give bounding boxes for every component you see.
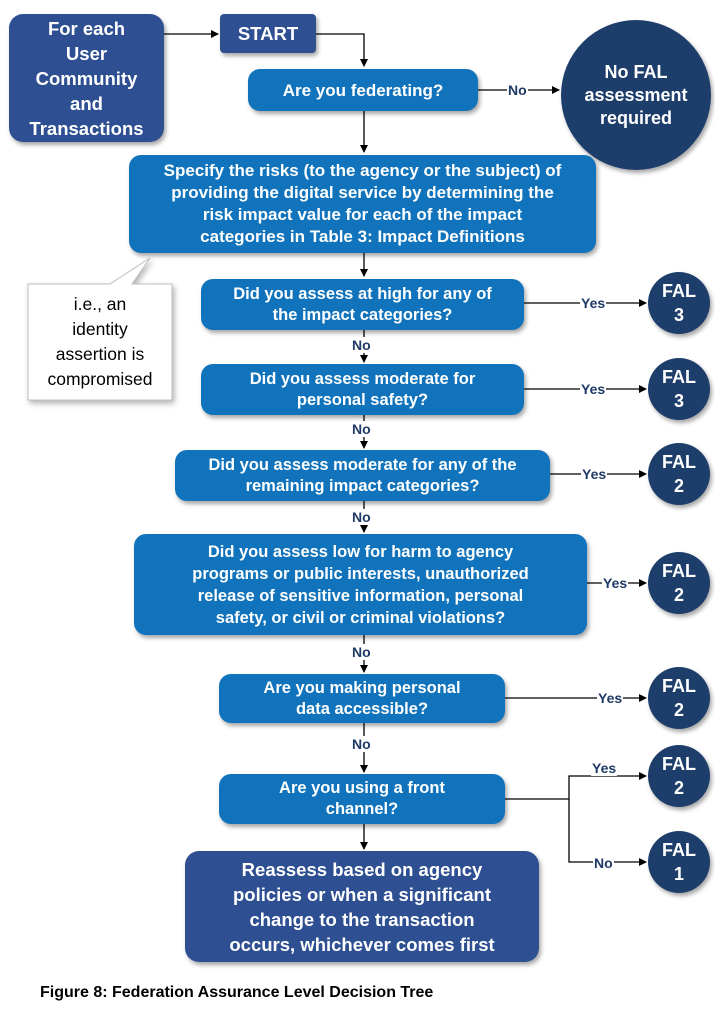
no-fal-required-circle: No FAL assessment required — [561, 20, 711, 170]
fal2-personal-data-circle: FAL 2 — [648, 667, 710, 729]
for-each-community-box: For each User Community and Transactions — [9, 14, 164, 142]
fal3-moderate-safety-circle: FAL 3 — [648, 358, 710, 420]
specify-risks-box: Specify the risks (to the agency or the … — [129, 155, 596, 253]
reassess-box: Reassess based on agency policies or whe… — [185, 851, 539, 962]
edge-label-yes-moderate-safety: Yes — [580, 381, 607, 397]
edge-label-no-low: No — [351, 644, 372, 660]
edge-label-no-front-channel: No — [593, 855, 614, 871]
edge-label-no-moderate-safety: No — [351, 421, 372, 437]
figure-caption: Figure 8: Federation Assurance Level Dec… — [40, 984, 434, 1001]
edge-branch-yes — [568, 772, 647, 799]
edge-start-federating — [316, 33, 368, 67]
edge-label-yes-high: Yes — [580, 295, 607, 311]
question-assess-moderate-remaining: Did you assess moderate for any of the r… — [175, 450, 550, 501]
edge-label-yes-low: Yes — [602, 575, 629, 591]
edge-label-no-moderate-remaining: No — [351, 509, 372, 525]
question-assess-high: Did you assess at high for any of the im… — [201, 279, 524, 330]
edge-label-yes-personal-data: Yes — [597, 690, 624, 706]
callout-bubble — [27, 257, 173, 401]
edge-label-no-federating: No — [507, 82, 528, 98]
edge-label-no-high: No — [351, 337, 372, 353]
fal2-low-circle: FAL 2 — [648, 552, 710, 614]
fal2-front-channel-circle: FAL 2 — [648, 745, 710, 807]
question-front-channel: Are you using a front channel? — [219, 774, 505, 824]
edge-label-yes-moderate-remaining: Yes — [581, 466, 608, 482]
question-assess-low: Did you assess low for harm to agency pr… — [134, 534, 587, 635]
question-personal-data: Are you making personal data accessible? — [219, 674, 505, 723]
edge-label-no-personal-data: No — [351, 736, 372, 752]
fal3-high-circle: FAL 3 — [648, 272, 710, 334]
start-box: START — [220, 14, 316, 53]
fal2-moderate-remaining-circle: FAL 2 — [648, 443, 710, 505]
fal1-circle: FAL 1 — [648, 831, 710, 893]
edge-label-yes-front-channel: Yes — [591, 760, 618, 776]
federating-question: Are you federating? — [248, 69, 478, 111]
question-assess-moderate-safety: Did you assess moderate for personal saf… — [201, 364, 524, 415]
callout-identity-assertion: i.e., an identity assertion is compromis… — [47, 294, 153, 389]
edge-branch-no — [568, 799, 647, 866]
